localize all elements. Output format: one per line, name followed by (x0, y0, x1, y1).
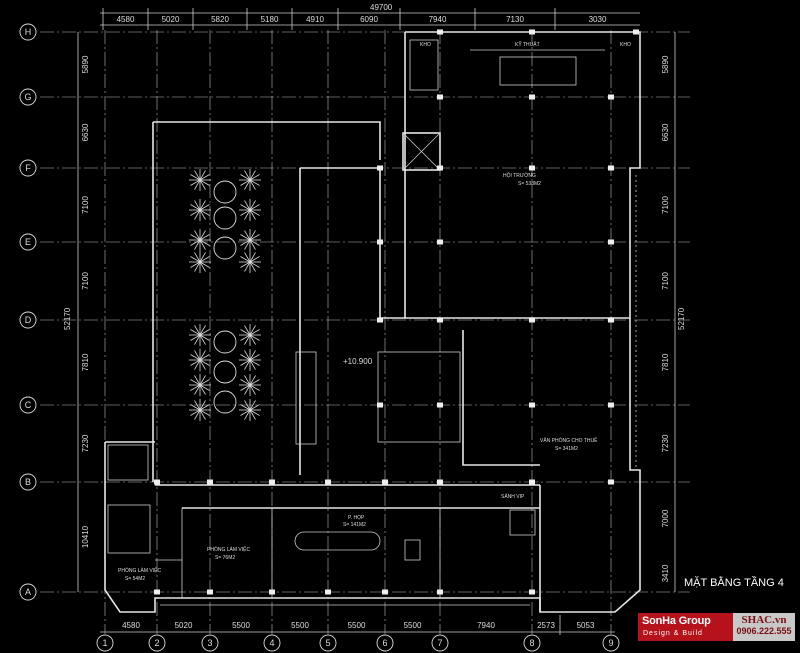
right-dimension: 5890 (661, 55, 670, 73)
col-axis-bubble (376, 634, 394, 652)
room-kho-2: KHO (620, 42, 631, 48)
top-dimension: 7130 (506, 15, 524, 24)
bottom-dimension: 5053 (577, 621, 595, 630)
col-axis-label: 4 (269, 638, 274, 648)
room-phong-lam-viec-2-area: S= 54M2 (125, 576, 145, 582)
row-axis-bubble (19, 233, 37, 251)
right-dimension: 7100 (661, 272, 670, 290)
right-dimension: 7100 (661, 196, 670, 214)
col-axis-label: 7 (437, 638, 442, 648)
row-axis-bubble (19, 159, 37, 177)
top-dimension: 4910 (306, 15, 324, 24)
row-axis-bubble (19, 583, 37, 601)
top-dimension: 5180 (261, 15, 279, 24)
row-axis-label: B (25, 477, 31, 487)
row-axis-bubble (19, 396, 37, 414)
row-axis-label: G (24, 92, 31, 102)
right-dimension: 7810 (661, 353, 670, 371)
room-phong-lam-viec-1: PHÒNG LÀM VIỆC (207, 545, 250, 553)
row-axis-bubble (19, 23, 37, 41)
left-dimension: 7230 (81, 434, 90, 452)
room-phong-hop: P. HỌP (348, 515, 365, 521)
row-axis-label: D (25, 315, 32, 325)
room-phong-hop-area: S= 141M2 (343, 522, 366, 528)
room-hoi-truong: HỘI TRƯỜNG (503, 172, 536, 179)
bottom-dimension: 5020 (175, 621, 193, 630)
row-axis-bubble (19, 311, 37, 329)
col-axis-label: 5 (325, 638, 330, 648)
overall-height-left: 52170 (63, 307, 72, 330)
col-axis-bubble (602, 634, 620, 652)
landscape-trees (189, 169, 261, 421)
structural-columns (154, 29, 639, 595)
top-dimension: 3030 (589, 15, 607, 24)
left-dimension: 7810 (81, 353, 90, 371)
col-axis-label: 2 (154, 638, 159, 648)
row-axis-label: H (25, 27, 32, 37)
room-ky-thuat: KỸ THUẬT (515, 41, 540, 48)
room-phong-lam-viec-2: PHÒNG LÀM VIỆC (118, 566, 161, 574)
col-axis-label: 8 (529, 638, 534, 648)
left-dimension: 6630 (81, 123, 90, 141)
col-axis-bubble (148, 634, 166, 652)
room-phong-lam-viec-1-area: S= 76M2 (215, 555, 235, 561)
bottom-dimension: 4580 (122, 621, 140, 630)
bottom-dimension: 5500 (404, 621, 422, 630)
contact-badge: SHAC.vn 0906.222.555 (733, 613, 795, 641)
top-dimension: 5820 (211, 15, 229, 24)
top-dimension: 4580 (117, 15, 135, 24)
room-kho-1: KHO (420, 42, 431, 48)
row-axis-label: F (25, 163, 31, 173)
bottom-dimension: 5500 (291, 621, 309, 630)
row-axis-bubble (19, 473, 37, 491)
col-axis-bubble (201, 634, 219, 652)
row-axis-label: C (25, 400, 32, 410)
room-van-phong: VĂN PHÒNG CHO THUÊ (540, 436, 598, 444)
right-dimension: 7230 (661, 434, 670, 452)
top-dimension: 6090 (360, 15, 378, 24)
right-dimension: 7000 (661, 509, 670, 527)
bottom-dimension: 7940 (477, 621, 495, 630)
drawing-title: MẶT BẰNG TẦNG 4 (684, 577, 784, 589)
top-dimension: 5020 (162, 15, 180, 24)
col-axis-bubble (96, 634, 114, 652)
col-axis-label: 3 (207, 638, 212, 648)
col-axis-bubble (319, 634, 337, 652)
col-axis-bubble (431, 634, 449, 652)
overall-height-right: 52170 (677, 307, 686, 330)
walls (104, 31, 641, 613)
room-hoi-truong-area: S= 538M2 (518, 181, 541, 187)
bottom-dimension: 5500 (348, 621, 366, 630)
right-dimension: 3410 (661, 564, 670, 582)
bottom-dimension: 5500 (232, 621, 250, 630)
col-axis-bubble (263, 634, 281, 652)
col-axis-bubble (523, 634, 541, 652)
elevation-mark: +10.900 (343, 357, 373, 366)
left-dimension: 5890 (81, 55, 90, 73)
top-dimension: 7940 (429, 15, 447, 24)
row-axis-label: E (25, 237, 31, 247)
col-axis-label: 6 (382, 638, 387, 648)
left-dimension: 7100 (81, 272, 90, 290)
right-dimension: 6630 (661, 123, 670, 141)
room-sanh-vip: SẢNH VIP (501, 493, 525, 500)
row-axis-bubble (19, 88, 37, 106)
left-dimension: 7100 (81, 196, 90, 214)
overall-width: 49700 (370, 3, 393, 12)
col-axis-label: 1 (102, 638, 107, 648)
room-van-phong-area: S= 341M2 (555, 446, 578, 452)
row-axis-label: A (25, 587, 31, 597)
sonha-logo: SonHa Group Design & Build (638, 613, 733, 641)
bottom-dimension: 2573 (537, 621, 555, 630)
left-dimension: 10410 (81, 525, 90, 548)
col-axis-label: 9 (608, 638, 613, 648)
